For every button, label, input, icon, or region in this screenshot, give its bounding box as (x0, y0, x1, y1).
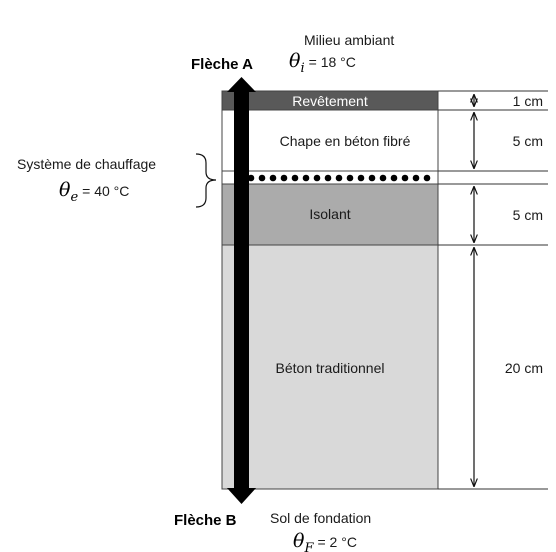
thickness-revetement: 1 cm (513, 93, 543, 109)
extension-lines (438, 90, 548, 490)
thickness-beton: 20 cm (505, 360, 543, 376)
heating-label: Système de chauffage (17, 156, 156, 172)
heating-bracket (195, 153, 217, 208)
layer-isolant (221, 183, 439, 246)
theta-e: θe= 40 °C (59, 179, 129, 205)
thickness-isolant: 5 cm (513, 207, 543, 223)
theta-i: θi= 18 °C (289, 50, 356, 76)
heat-flow-arrow (227, 77, 256, 504)
arrow-a-label: Flèche A (191, 56, 253, 73)
thickness-chape: 5 cm (513, 133, 543, 149)
layer-label-chape: Chape en béton fibré (280, 133, 411, 149)
arrow-b-label: Flèche B (174, 512, 237, 529)
layer-label-revetement: Revêtement (292, 93, 368, 109)
medium-top-label: Milieu ambiant (304, 32, 394, 48)
layer-beton (221, 244, 439, 490)
layer-chape (221, 109, 439, 172)
layer-label-beton: Béton traditionnel (276, 360, 385, 376)
theta-f: θF= 2 °C (293, 530, 357, 552)
medium-bottom-label: Sol de fondation (270, 510, 371, 526)
layer-label-isolant: Isolant (309, 206, 350, 222)
